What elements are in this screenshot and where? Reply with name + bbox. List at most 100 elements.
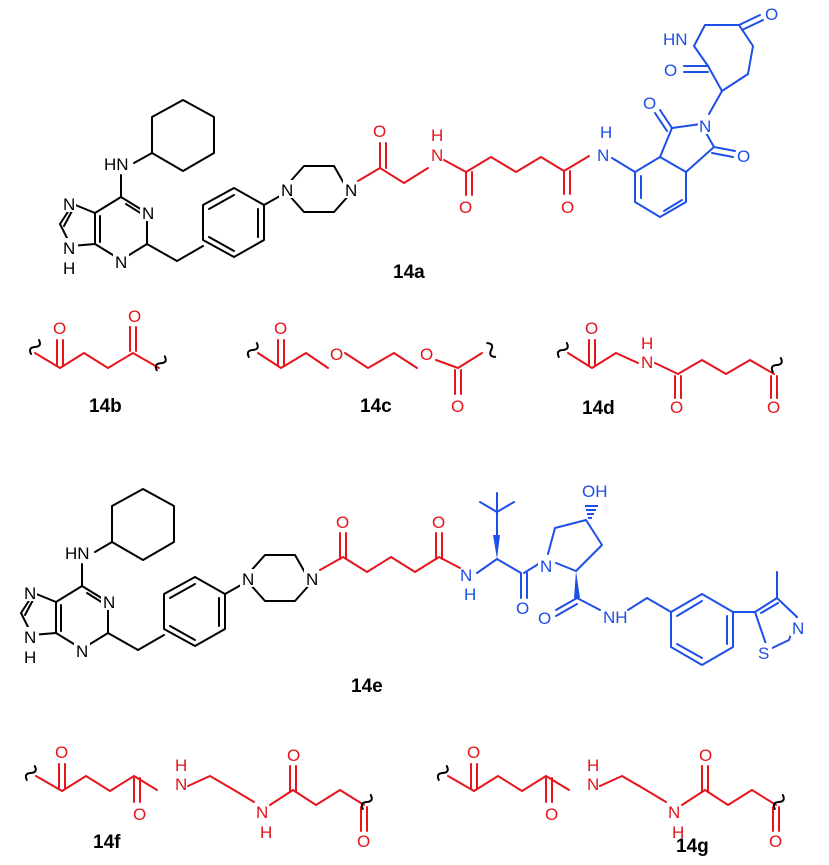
atom-label: N [431, 146, 443, 165]
atom-label: N [63, 239, 75, 258]
atom-label: O [664, 61, 677, 80]
bond [479, 501, 498, 513]
wavy-bond [24, 765, 37, 781]
atom-label: O [128, 307, 141, 326]
bond [659, 109, 673, 129]
linker-chain [257, 352, 329, 369]
bond [224, 584, 242, 595]
atom-label: O [767, 398, 780, 417]
phenyl-ring [202, 187, 265, 258]
atom-label: HN [104, 155, 129, 174]
linker-14b: O O 14b [29, 307, 167, 417]
bond [646, 597, 672, 613]
atom-mask [790, 618, 806, 636]
bond [611, 157, 636, 173]
atom-label: O [538, 609, 551, 628]
atom-mask [538, 556, 554, 574]
glutarimide-ring [693, 24, 754, 92]
atom-label: N [460, 566, 472, 585]
atom-label: N [668, 803, 680, 822]
bond [107, 632, 139, 651]
atom-label: N [115, 253, 127, 272]
atom-mask [279, 180, 295, 198]
atom-label: O [55, 743, 68, 762]
linker-chain [681, 789, 777, 806]
linker-chain [319, 556, 461, 573]
linker-chain [654, 359, 775, 375]
compound-label: 14e [351, 676, 383, 697]
bond [741, 19, 764, 31]
atom-label: NH [603, 608, 628, 627]
atom-label: N [699, 117, 711, 136]
atom-mask [23, 627, 39, 645]
atom-label: N [306, 570, 318, 589]
atom-label: O [432, 513, 445, 532]
bond [146, 243, 178, 262]
purine-ring [55, 585, 109, 650]
linker-chain [443, 155, 590, 173]
atom-label: O [459, 198, 472, 217]
atom-mask [140, 203, 156, 221]
atom-label: N [103, 593, 115, 612]
atom-label: H [600, 123, 612, 142]
cyclohexyl-ring [111, 488, 175, 561]
linker-chain [447, 775, 570, 792]
bond [208, 194, 235, 210]
atom-label: H [672, 823, 684, 842]
atom-label: O [585, 319, 598, 338]
atom-label: N [345, 181, 357, 200]
hash-bond [585, 505, 598, 519]
atom-mask [343, 180, 359, 198]
atom-label: N [76, 642, 88, 661]
atom-label: O [561, 198, 574, 217]
bond [760, 602, 779, 614]
wavy-bond [29, 339, 41, 355]
atom-label: N [24, 584, 36, 603]
atom-mask [62, 238, 78, 256]
compound-label: 14g [676, 836, 709, 857]
atom-label: N [142, 204, 154, 223]
linker-chain [599, 775, 667, 803]
linker-chain [344, 352, 418, 369]
atom-label: HN [663, 30, 688, 49]
atom-label: H [431, 126, 443, 145]
bond [263, 195, 281, 206]
bond [208, 236, 235, 252]
atom-label: N [540, 557, 552, 576]
atom-mask [698, 116, 714, 134]
atom-label: O [451, 397, 464, 416]
atom-label: N [587, 775, 599, 794]
wavy-bond [436, 765, 449, 781]
atom-mask [74, 641, 90, 659]
atom-label: N [792, 619, 804, 638]
bond [676, 643, 703, 659]
atom-label: O [420, 345, 433, 364]
bond [663, 199, 683, 212]
compound-label: 14a [393, 262, 425, 283]
atom-label: N [281, 181, 293, 200]
linker-chain [269, 789, 365, 806]
atom-label: OH [582, 482, 608, 501]
atom-mask [60, 194, 76, 212]
atom-label: N [24, 628, 36, 647]
linker-14g: O O H N N H O O 14g [436, 743, 785, 857]
linker-14d: O H N O O 14d [556, 319, 783, 419]
atom-label: N [256, 803, 268, 822]
wavy-bond [486, 342, 497, 358]
compound-label: 14b [89, 396, 122, 417]
atom-label: H [587, 756, 599, 775]
purine-ring [94, 196, 148, 261]
linker-14f: O O H N N H O O 14f [24, 743, 373, 853]
linker-chain [35, 775, 158, 792]
bond [125, 203, 143, 215]
bond [133, 152, 153, 164]
atom-label: H [260, 823, 272, 842]
atom-label: H [641, 334, 653, 353]
bond [169, 583, 196, 599]
bond [576, 597, 601, 611]
atom-label: O [53, 319, 66, 338]
atom-label: O [467, 743, 480, 762]
atom-mask [304, 569, 320, 587]
